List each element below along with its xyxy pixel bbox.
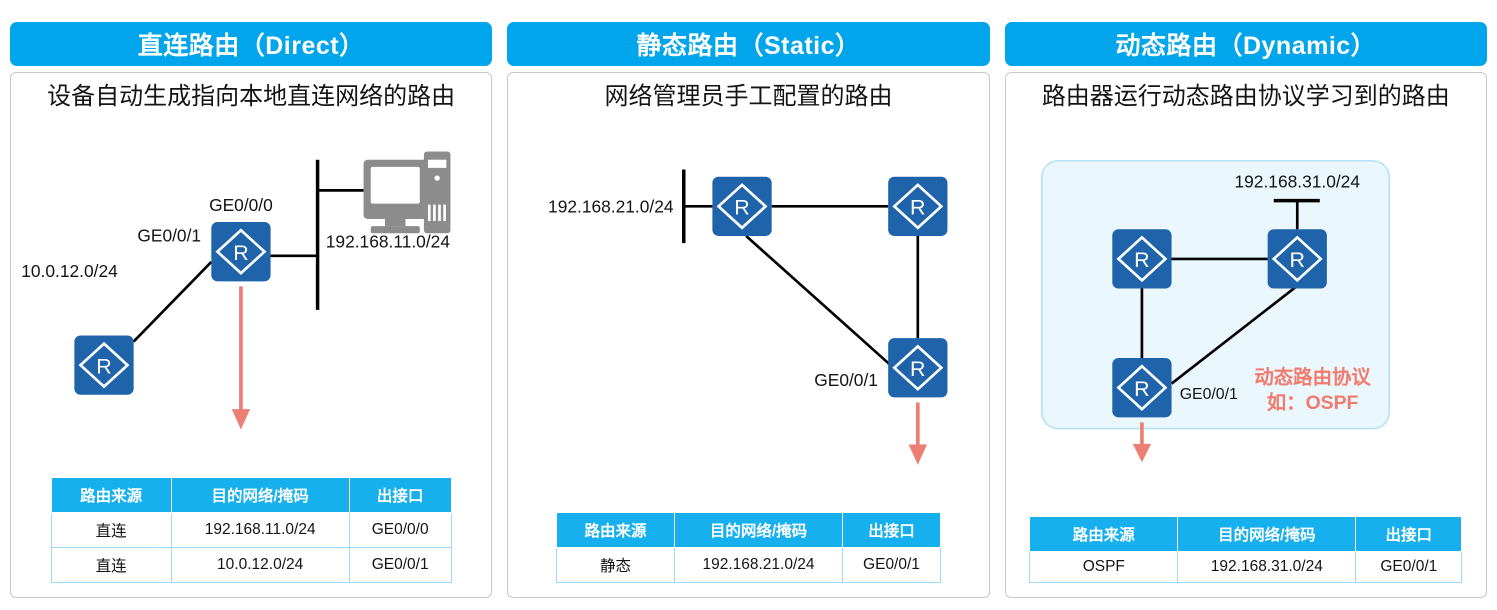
th-outbound-interface: 出接口 <box>1355 516 1463 552</box>
router-icon: R <box>1111 229 1172 289</box>
cell-destination-network: 192.168.31.0/24 <box>1177 551 1357 583</box>
svg-text:R: R <box>1289 248 1305 272</box>
down-arrow-icon <box>231 286 251 430</box>
cell-destination-network: 192.168.21.0/24 <box>673 547 843 583</box>
table-header-row: 路由来源 目的网络/掩码 出接口 <box>555 512 941 548</box>
svg-text:R: R <box>910 357 926 381</box>
svg-text:R: R <box>1134 248 1150 272</box>
label-iface-ge0-0-1: GE0/0/1 <box>815 370 879 390</box>
svg-text:R: R <box>96 354 112 378</box>
link-r3-r2 <box>1170 282 1301 385</box>
pc-icon <box>363 151 451 234</box>
label-protocol-line1: 动态路由协议 <box>1254 365 1371 388</box>
route-table-direct: 路由来源 目的网络/掩码 出接口 直连 192.168.11.0/24 GE0/… <box>50 477 452 583</box>
link-r1-r2 <box>132 260 213 343</box>
table-row: 静态 192.168.21.0/24 GE0/0/1 <box>555 547 941 583</box>
diagram-dynamic: R R R 192.168.31.0/24 <box>1006 112 1486 516</box>
router-icon: R <box>888 176 948 236</box>
router-icon: R <box>712 176 772 236</box>
diagram-direct: R R GE0/0/0 GE0/0/1 10.0.12.0/24 192.168… <box>11 112 491 477</box>
panel-description-static: 网络管理员手工配置的路由 <box>604 83 893 110</box>
panel-header-dynamic: 动态路由（Dynamic） <box>1004 22 1487 66</box>
router-icon: R <box>74 335 134 395</box>
svg-text:R: R <box>735 195 751 219</box>
table-row: 直连 10.0.12.0/24 GE0/0/1 <box>50 547 452 583</box>
route-table-wrap-dynamic: 路由来源 目的网络/掩码 出接口 OSPF 192.168.31.0/24 GE… <box>1006 516 1486 597</box>
down-arrow-icon <box>1132 422 1151 463</box>
link-r1-r3 <box>745 234 893 367</box>
cell-outbound-interface: GE0/0/1 <box>348 547 452 583</box>
router-icon: R <box>1267 229 1327 289</box>
route-table-wrap-static: 路由来源 目的网络/掩码 出接口 静态 192.168.21.0/24 GE0/… <box>508 512 988 597</box>
panel-static-route: 静态路由（Static） 网络管理员手工配置的路由 <box>507 22 990 598</box>
th-route-source: 路由来源 <box>50 477 172 513</box>
panel-header-direct: 直连路由（Direct） <box>10 22 493 66</box>
label-network-top: 192.168.31.0/24 <box>1234 171 1360 191</box>
router-icon: R <box>888 337 948 398</box>
cell-route-source: 直连 <box>50 512 172 548</box>
label-iface-ge0-0-1: GE0/0/1 <box>1179 386 1237 403</box>
label-network-left: 10.0.12.0/24 <box>21 261 118 281</box>
cell-route-source: 直连 <box>50 547 172 583</box>
th-outbound-interface: 出接口 <box>841 512 941 548</box>
cell-outbound-interface: GE0/0/0 <box>348 512 452 548</box>
label-network-right: 192.168.11.0/24 <box>326 231 451 251</box>
panel-direct-route: 直连路由（Direct） 设备自动生成指向本地直连网络的路由 <box>10 22 493 598</box>
diagram-static: R R R 192.168.21.0/24 <box>508 112 988 512</box>
route-table-wrap-direct: 路由来源 目的网络/掩码 出接口 直连 192.168.11.0/24 GE0/… <box>11 477 491 597</box>
router-icon: R <box>211 221 271 282</box>
router-icon: R <box>1111 357 1172 418</box>
th-route-source: 路由来源 <box>555 512 675 548</box>
panel-description-dynamic: 路由器运行动态路由协议学习到的路由 <box>1041 83 1450 110</box>
down-arrow-icon <box>908 402 928 465</box>
cell-destination-network: 192.168.11.0/24 <box>170 512 350 548</box>
panel-body-dynamic: 路由器运行动态路由协议学习到的路由 <box>1004 72 1487 598</box>
cell-destination-network: 10.0.12.0/24 <box>170 547 350 583</box>
table-header-row: 路由来源 目的网络/掩码 出接口 <box>50 477 452 513</box>
th-route-source: 路由来源 <box>1029 516 1179 552</box>
svg-text:R: R <box>1134 377 1150 401</box>
label-network-left: 192.168.21.0/24 <box>548 196 674 216</box>
label-protocol-line2: 如：OSPF <box>1266 391 1358 414</box>
route-table-static: 路由来源 目的网络/掩码 出接口 静态 192.168.21.0/24 GE0/… <box>555 512 941 583</box>
table-header-row: 路由来源 目的网络/掩码 出接口 <box>1029 516 1463 552</box>
table-row: OSPF 192.168.31.0/24 GE0/0/1 <box>1029 551 1463 583</box>
th-destination-network: 目的网络/掩码 <box>170 477 350 513</box>
cell-route-source: OSPF <box>1029 551 1179 583</box>
svg-text:R: R <box>233 241 249 265</box>
svg-text:R: R <box>910 195 926 219</box>
th-outbound-interface: 出接口 <box>348 477 452 513</box>
cell-outbound-interface: GE0/0/1 <box>1355 551 1463 583</box>
cell-route-source: 静态 <box>555 547 675 583</box>
label-iface-ge0-0-1: GE0/0/1 <box>137 225 201 245</box>
label-iface-ge0-0-0: GE0/0/0 <box>209 195 273 215</box>
panel-body-static: 网络管理员手工配置的路由 R <box>507 72 990 598</box>
panel-body-direct: 设备自动生成指向本地直连网络的路由 <box>10 72 493 598</box>
th-destination-network: 目的网络/掩码 <box>1177 516 1357 552</box>
th-destination-network: 目的网络/掩码 <box>673 512 843 548</box>
panel-description-direct: 设备自动生成指向本地直连网络的路由 <box>47 83 456 110</box>
panel-header-static: 静态路由（Static） <box>507 22 990 66</box>
route-table-dynamic: 路由来源 目的网络/掩码 出接口 OSPF 192.168.31.0/24 GE… <box>1029 516 1463 583</box>
cell-outbound-interface: GE0/0/1 <box>841 547 941 583</box>
table-row: 直连 192.168.11.0/24 GE0/0/0 <box>50 512 452 548</box>
panel-dynamic-route: 动态路由（Dynamic） 路由器运行动态路由协议学习到的路由 <box>1004 22 1487 598</box>
